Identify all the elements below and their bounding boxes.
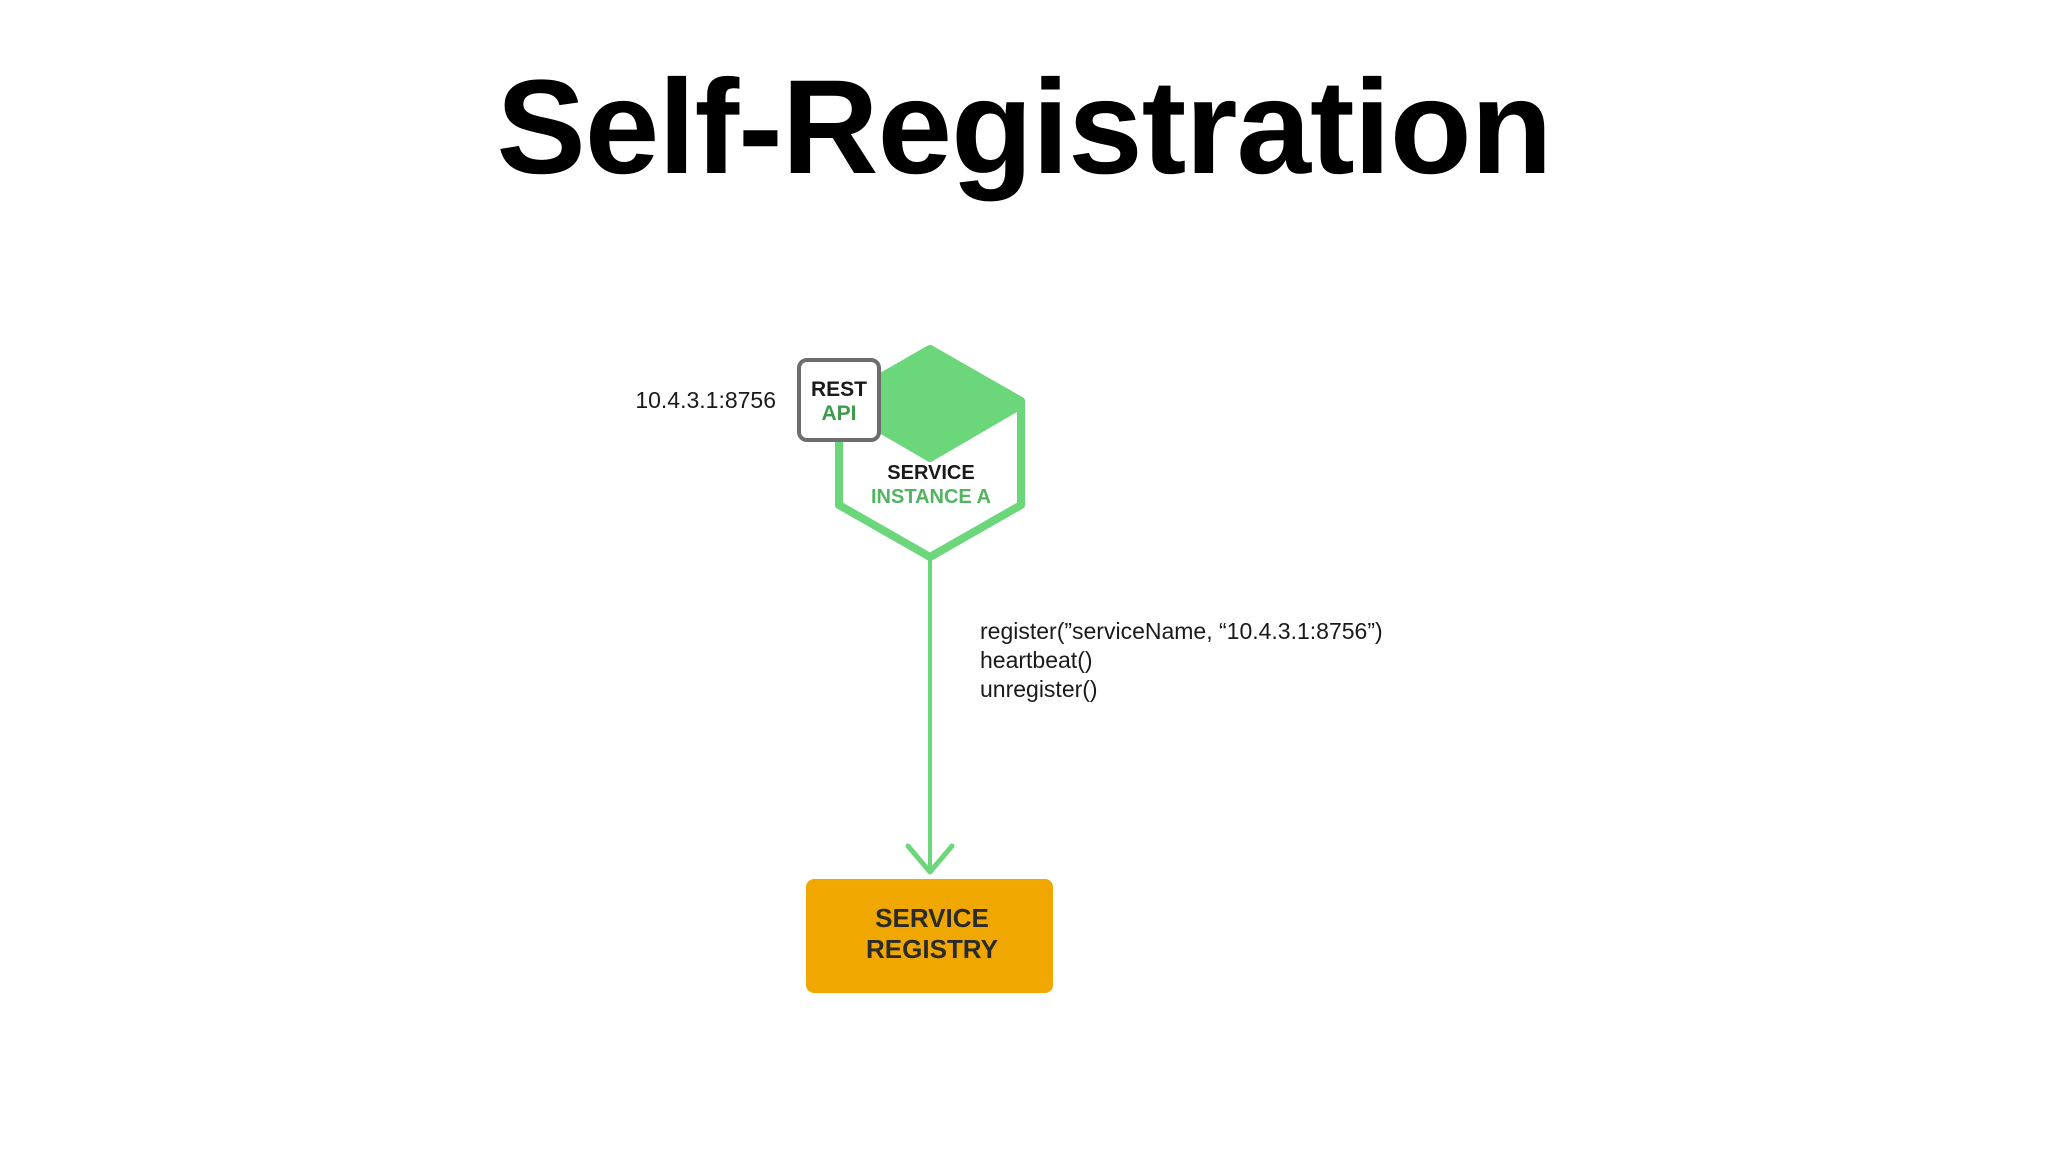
service-label-line1: SERVICE <box>887 462 974 484</box>
registration-calls: register(”serviceName, “10.4.3.1:8756”) … <box>980 618 1383 702</box>
service-registry-box <box>806 879 1053 993</box>
register-arrow <box>905 556 955 875</box>
rest-api-label-line1: REST <box>811 378 867 401</box>
slide-title: Self-Registration <box>496 53 1552 202</box>
rest-api-label-line2: API <box>821 402 856 425</box>
rest-api-box <box>797 358 881 442</box>
registry-label-line1: SERVICE <box>875 903 989 933</box>
call-register: register(”serviceName, “10.4.3.1:8756”) <box>980 618 1383 644</box>
call-unregister: unregister() <box>980 676 1098 702</box>
rest-api-badge: REST API <box>797 358 881 442</box>
call-heartbeat: heartbeat() <box>980 647 1093 673</box>
arrow-head-icon <box>905 843 955 875</box>
registry-label-line2: REGISTRY <box>866 934 998 964</box>
endpoint-address: 10.4.3.1:8756 <box>635 387 776 413</box>
service-label-line2: INSTANCE A <box>871 486 991 508</box>
service-registry: SERVICE REGISTRY <box>806 879 1053 993</box>
